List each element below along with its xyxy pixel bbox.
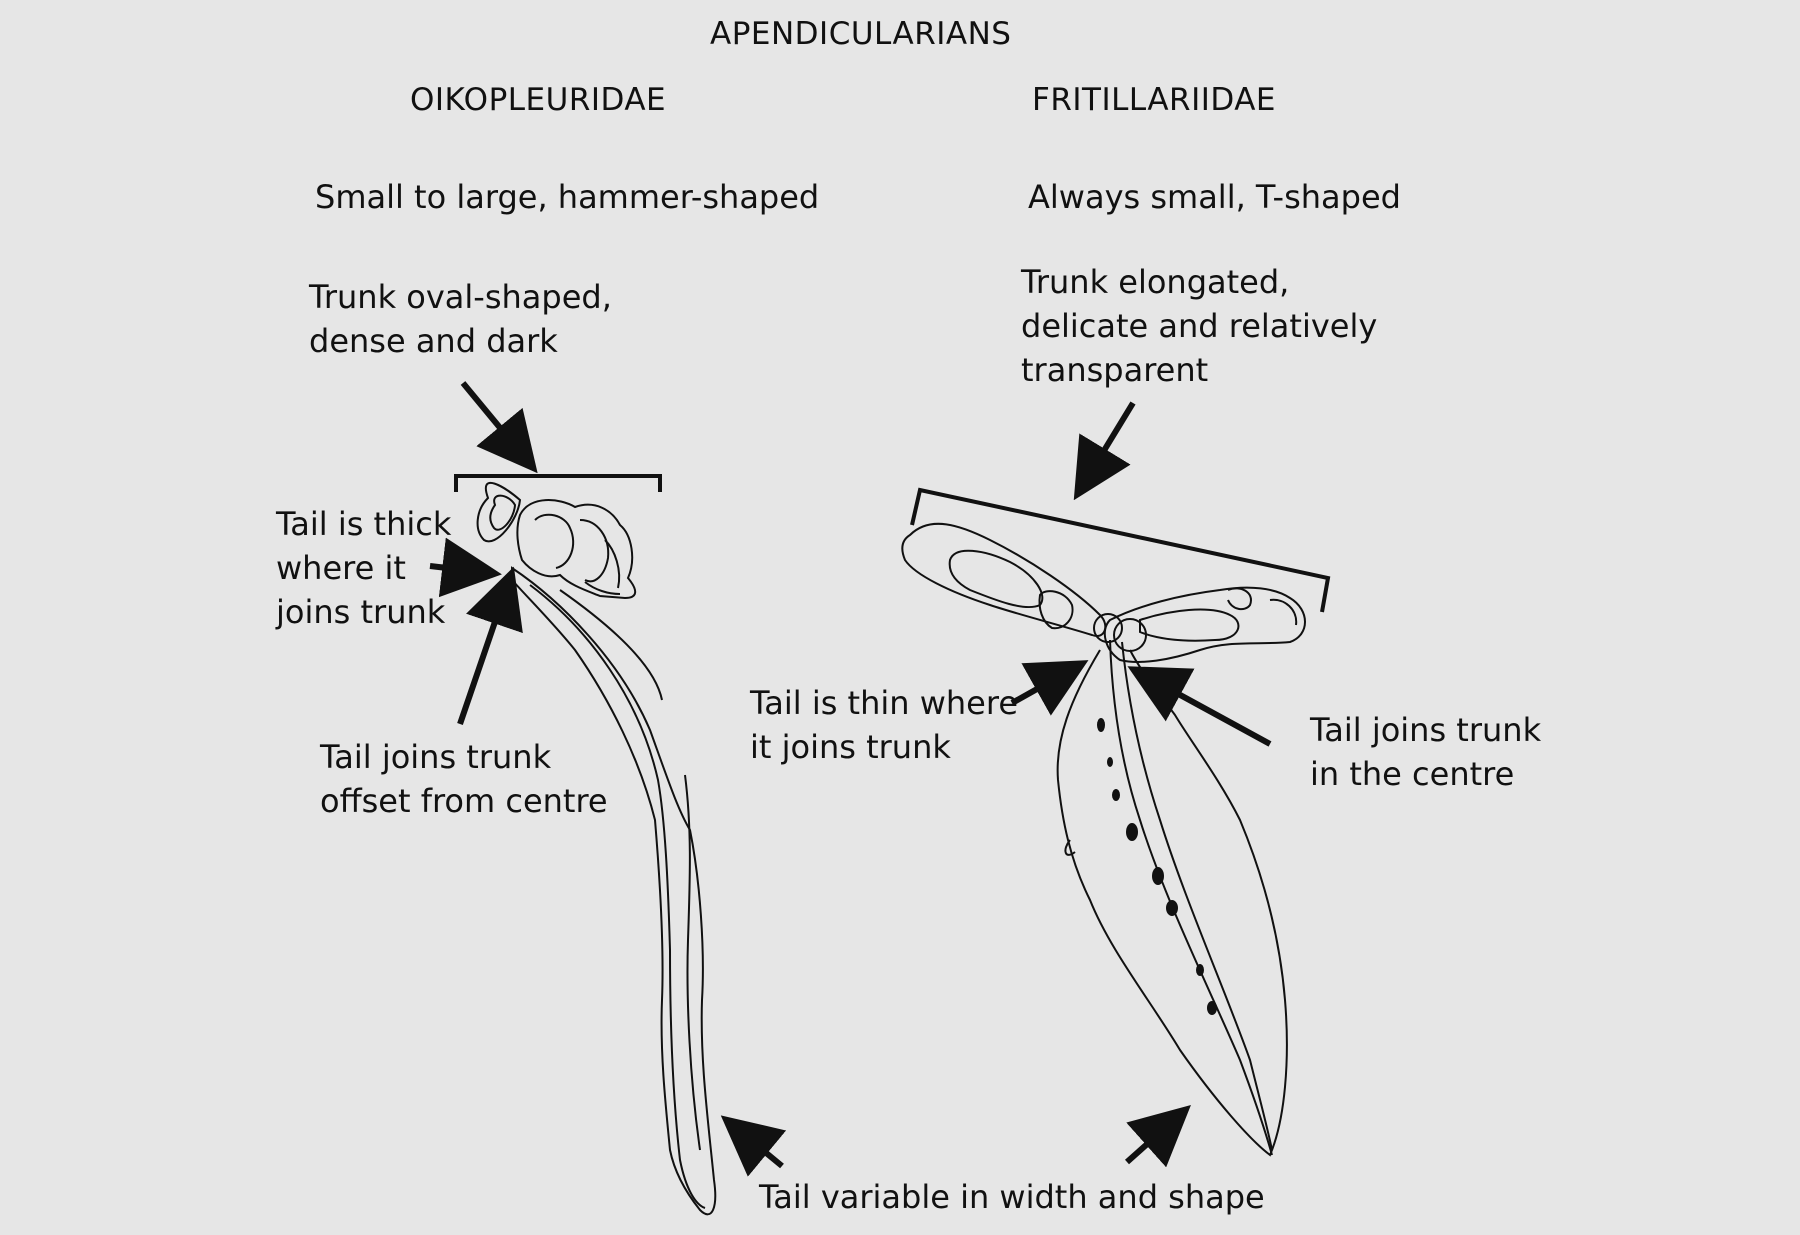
oikopleuridae-trunk-note: Trunk oval-shaped, dense and dark (309, 278, 612, 360)
fritillaria-trunk-bracket (910, 487, 1331, 613)
fritillaria-tail-dots (1097, 718, 1217, 1015)
arrow-oiko-trunk (460, 381, 538, 474)
arrow-oiko-tail-join (457, 566, 523, 725)
arrow-oiko-tail-variable (720, 1115, 787, 1177)
oikopleura-tail (511, 566, 717, 1216)
oikopleura-trunk (476, 481, 522, 543)
oikopleuridae-size-shape: Small to large, hammer-shaped (315, 178, 820, 216)
fritillariidae-tail-thickness-note: Tail is thin where it joins trunk (750, 684, 1018, 766)
oikopleuridae-tail-thickness-note: Tail is thick where it joins trunk (276, 505, 452, 631)
arrow-frit-tail-variable (1125, 1105, 1191, 1168)
arrow-frit-tail-thin (1010, 660, 1089, 716)
fritillariidae-size-shape: Always small, T-shaped (1028, 178, 1401, 216)
fritillaria-tail (1056, 649, 1288, 1157)
oikopleuridae-heading: OIKOPLEURIDAE (410, 82, 667, 118)
oikopleuridae-tail-join-note: Tail joins trunk offset from centre (320, 738, 608, 820)
arrow-frit-tail-join (1127, 666, 1272, 747)
shared-tail-note: Tail variable in width and shape (759, 1178, 1265, 1216)
oikopleura-trunk-bracket (454, 474, 662, 492)
fritillariidae-tail-join-note: Tail joins trunk in the centre (1310, 711, 1542, 793)
oikopleura-organism (454, 474, 717, 1216)
diagram-title: APENDICULARIANS (710, 16, 1012, 52)
fritillaria-organism (901, 487, 1331, 1157)
arrow-frit-trunk (1073, 401, 1136, 501)
fritillariidae-heading: FRITILLARIIDAE (1032, 82, 1276, 118)
fritillariidae-trunk-note: Trunk elongated, delicate and relatively… (1021, 263, 1378, 389)
fritillaria-trunk (901, 522, 1107, 637)
